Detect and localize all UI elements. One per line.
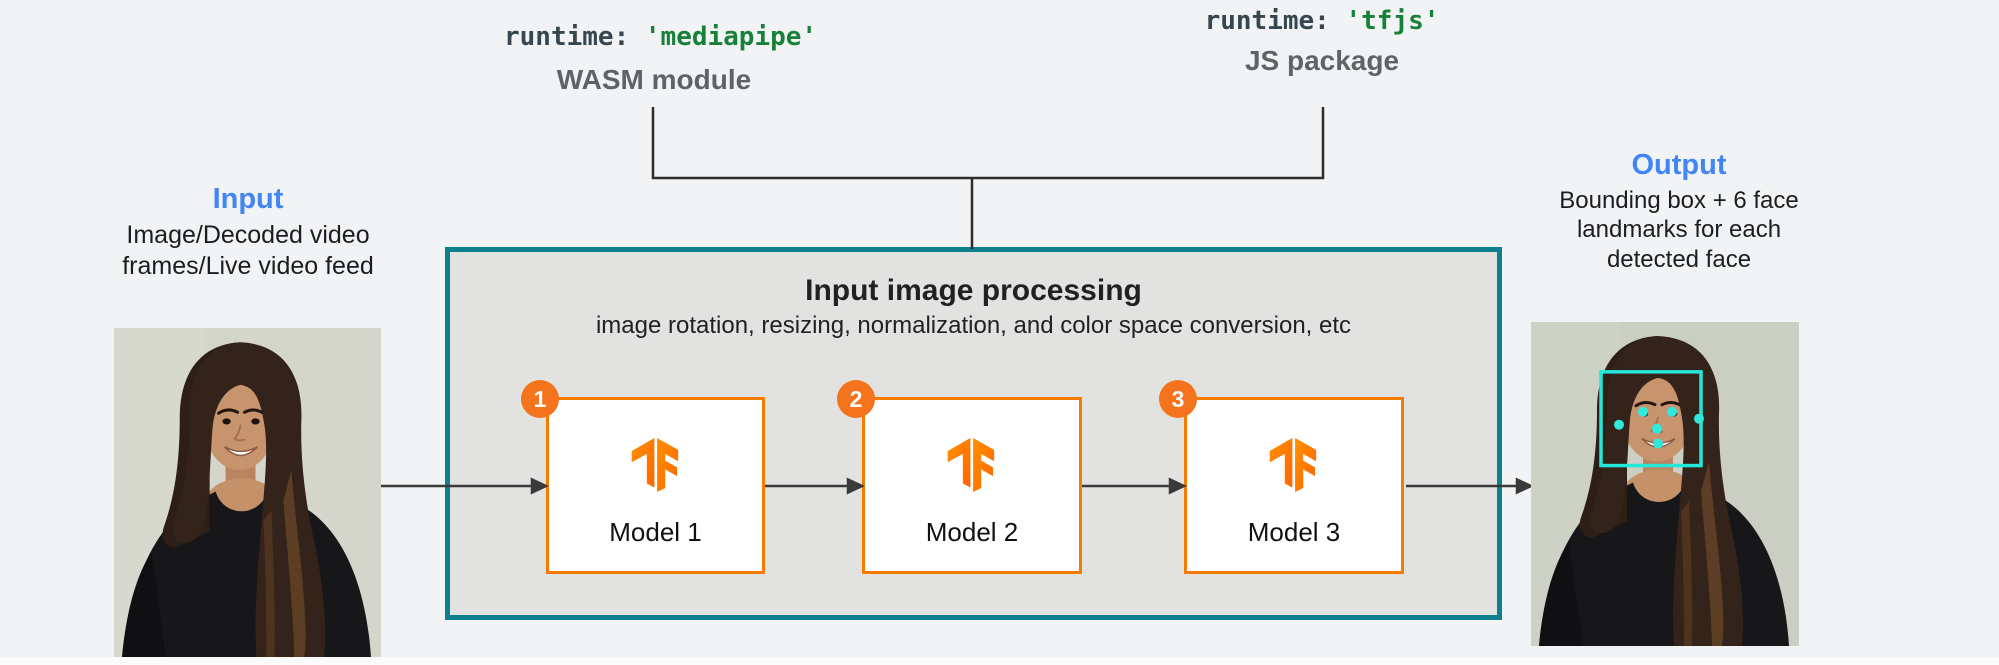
model-box-1: Model 1 [546,397,765,574]
tensorflow-logo-icon [1269,438,1317,492]
face-landmark-dot [1667,406,1677,417]
runtime-mediapipe-block: runtime: 'mediapipe' WASM module [504,22,817,96]
face-landmark-dot [1652,423,1662,434]
processing-title: Input image processing [805,274,1142,307]
model-box-2: Model 2 [862,397,1082,574]
runtime-code-value: 'mediapipe' [644,22,818,52]
face-landmark-dot [1638,406,1648,417]
input-description: Image/Decoded video frames/Live video fe… [122,221,374,280]
output-description: Bounding box + 6 face landmarks for each… [1559,187,1799,273]
step-badge-1: 1 [521,380,559,418]
arrowhead-icon [1515,477,1534,495]
input-title: Input [212,183,284,215]
wasm-module-label: WASM module [556,64,752,95]
step-badge-2: 2 [837,380,875,418]
js-package-label: JS package [1244,45,1400,76]
face-landmark-dot [1653,438,1663,449]
processing-subtitle: image rotation, resizing, normalization,… [595,312,1352,339]
tensorflow-logo-icon [947,438,995,492]
runtime-code-prefix: runtime: [504,22,645,52]
step-badge-3: 3 [1159,380,1197,418]
bracket-connector [651,107,1325,180]
model-3-label: Model 3 [1247,517,1341,547]
tensorflow-logo-icon [631,438,678,492]
bottom-strip [0,657,1999,665]
runtime-code-value: 'tfjs' [1345,6,1440,36]
output-photo [1531,322,1799,646]
model-1-label: Model 1 [609,517,702,547]
face-landmark-dots [1614,406,1704,449]
face-landmark-dot [1614,419,1624,430]
model-2-label: Model 2 [925,517,1019,547]
runtime-mediapipe-code: runtime: 'mediapipe' [504,22,817,52]
face-landmark-dot [1694,413,1704,424]
output-block: Output Bounding box + 6 face landmarks f… [1529,149,1829,274]
output-title: Output [1631,149,1727,181]
runtime-tfjs-block: runtime: 'tfjs' JS package [1172,6,1472,77]
model-box-3: Model 3 [1184,397,1404,574]
runtime-code-prefix: runtime: [1204,6,1346,36]
input-block: Input Image/Decoded video frames/Live vi… [98,183,398,281]
input-photo [114,328,381,658]
runtime-tfjs-code: runtime: 'tfjs' [1172,6,1472,36]
